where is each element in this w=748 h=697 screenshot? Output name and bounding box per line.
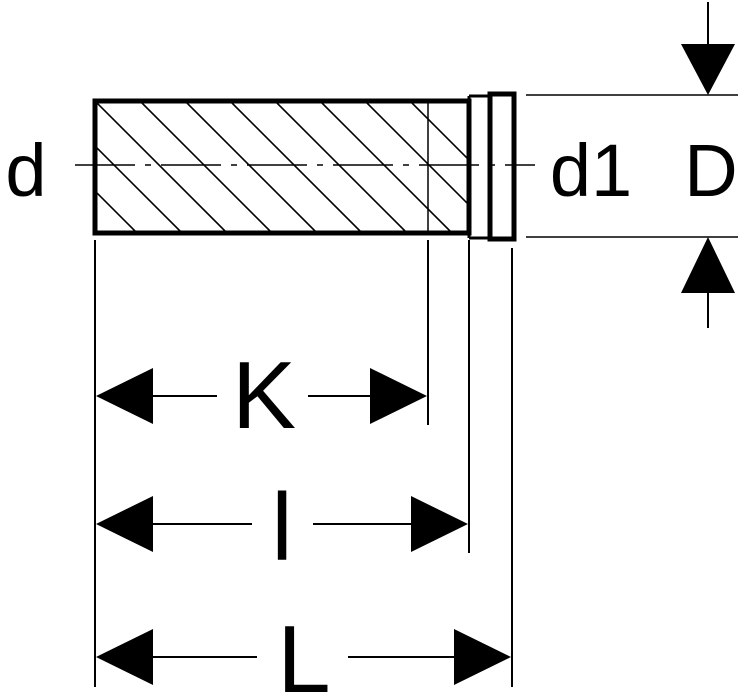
length-extension-lines (94, 240, 513, 687)
arrow-up-icon (681, 237, 735, 293)
pipe-body-outline (92, 98, 472, 236)
arrow-right-icon (370, 368, 427, 424)
label-D: D (684, 129, 737, 212)
arrow-left-icon (96, 368, 153, 424)
label-d1: d1 (550, 129, 632, 212)
label-l: l (271, 474, 292, 581)
arrow-right-icon (411, 496, 468, 552)
dimension-L (96, 629, 511, 685)
pipe-body (92, 98, 472, 236)
label-d: d (5, 129, 46, 212)
arrow-right-icon (454, 629, 511, 685)
section-hatching (95, 101, 469, 233)
arrow-left-icon (96, 496, 153, 552)
arrow-down-icon (681, 44, 735, 95)
arrow-left-icon (96, 629, 153, 685)
dimension-K (96, 368, 427, 424)
dimension-D (526, 2, 738, 328)
label-L: L (277, 606, 330, 697)
label-K: K (232, 342, 296, 449)
collar (467, 91, 517, 242)
dimension-l (96, 496, 468, 552)
